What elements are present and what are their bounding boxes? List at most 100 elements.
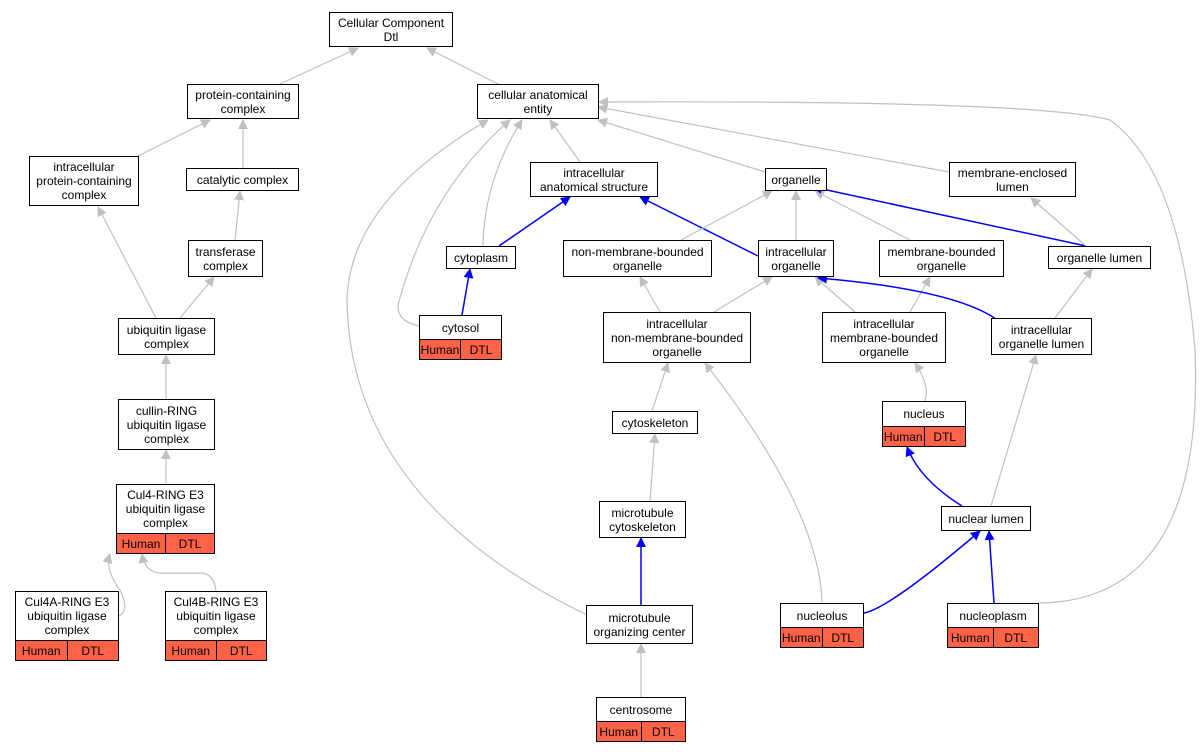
is-a-edge <box>279 47 359 85</box>
is-a-edge <box>397 119 511 327</box>
is-a-edge <box>549 119 581 163</box>
is-a-edge <box>1030 197 1087 247</box>
term-label: cellular anatomical entity <box>477 84 599 119</box>
term-node-inmbo[interactable]: intracellular non-membrane-bounded organ… <box>603 312 751 363</box>
is-a-edge <box>814 276 856 313</box>
species-label: Human <box>420 342 460 357</box>
is-a-edge <box>914 362 927 402</box>
term-label: nucleoplasm <box>947 603 1039 628</box>
gene-label: DTL <box>215 641 267 660</box>
term-node-mbo[interactable]: membrane-bounded organelle <box>879 240 1004 277</box>
is-a-edge <box>102 553 126 617</box>
term-node-ipcc[interactable]: intracellular protein-containing complex <box>29 156 139 206</box>
term-node-mtoc[interactable]: microtubule organizing center <box>586 605 693 644</box>
is-a-edge <box>179 276 215 319</box>
is-a-edge <box>97 206 157 319</box>
species-label: Human <box>171 643 211 658</box>
term-node-ol[interactable]: organelle lumen <box>1048 246 1151 269</box>
is-a-edge <box>426 47 499 85</box>
term-label: nucleolus <box>780 603 864 628</box>
term-label: Cul4-RING E3 ubiquitin ligase complex <box>116 484 215 534</box>
term-label: nucleus <box>882 401 966 427</box>
term-node-nmbo[interactable]: non-membrane-bounded organelle <box>563 240 712 277</box>
term-node-iol[interactable]: intracellular organelle lumen <box>991 318 1092 355</box>
part-of-edge <box>639 196 759 257</box>
is-a-edge <box>814 190 911 241</box>
term-node-imbo[interactable]: intracellular membrane-bounded organelle <box>822 312 946 363</box>
term-node-io[interactable]: intracellular organelle <box>758 240 834 277</box>
term-node-mtcs[interactable]: microtubule cytoskeleton <box>599 501 686 538</box>
gene-label: DTL <box>640 722 686 741</box>
term-node-trans[interactable]: transferase complex <box>188 240 263 277</box>
gene-label: DTL <box>460 340 501 359</box>
term-node-cae[interactable]: cellular anatomical entity <box>477 84 599 119</box>
part-of-edge <box>817 273 1001 323</box>
term-label: nuclear lumen <box>941 506 1031 531</box>
term-label: intracellular protein-containing complex <box>29 156 139 206</box>
term-label: membrane-bounded organelle <box>879 240 1004 277</box>
term-node-cskel[interactable]: cytoskeleton <box>612 411 698 434</box>
term-node-cat[interactable]: catalytic complex <box>186 168 299 191</box>
term-label: intracellular non-membrane-bounded organ… <box>603 312 751 363</box>
is-a-edge <box>482 119 523 247</box>
annotation-bar: Human DTL <box>165 641 267 661</box>
term-label: centrosome <box>596 697 686 722</box>
is-a-edge <box>649 433 660 502</box>
part-of-edge <box>812 184 1087 247</box>
is-a-edge <box>346 119 588 616</box>
term-label: organelle <box>765 168 827 191</box>
term-node-nl[interactable]: nuclear lumen <box>941 506 1031 531</box>
term-label: Cul4B-RING E3 ubiquitin ligase complex <box>165 591 267 641</box>
term-node-mel[interactable]: membrane-enclosed lumen <box>949 162 1076 197</box>
term-node-root[interactable]: Cellular Component Dtl <box>329 12 453 47</box>
is-a-edge <box>990 354 1039 507</box>
is-a-edge <box>704 362 823 604</box>
gene-label: DTL <box>66 641 119 660</box>
term-label: cullin-RING ubiquitin ligase complex <box>118 399 215 450</box>
term-label: catalytic complex <box>186 168 299 191</box>
species-label: Human <box>950 630 990 645</box>
is-a-edge <box>137 119 211 157</box>
term-label: organelle lumen <box>1048 246 1151 269</box>
is-a-edge <box>234 190 245 241</box>
gene-label: DTL <box>992 628 1039 647</box>
term-node-ias[interactable]: intracellular anatomical structure <box>530 162 658 197</box>
term-node-pcc[interactable]: protein-containing complex <box>187 84 299 119</box>
term-node-crl[interactable]: cullin-RING ubiquitin ligase complex <box>118 399 215 450</box>
term-label: Cul4A-RING E3 ubiquitin ligase complex <box>15 591 119 641</box>
term-node-org[interactable]: organelle <box>765 168 827 191</box>
is-a-edge <box>597 117 766 173</box>
term-node-cyto[interactable]: cytoplasm <box>446 246 516 269</box>
species-label: Human <box>781 630 821 645</box>
part-of-edge <box>498 196 571 247</box>
is-a-edge <box>138 553 217 592</box>
is-a-edge <box>909 276 931 313</box>
term-label: Cellular Component Dtl <box>329 12 453 47</box>
is-a-edge <box>1054 268 1093 319</box>
term-label: protein-containing complex <box>187 84 299 119</box>
term-label: non-membrane-bounded organelle <box>563 240 712 277</box>
term-label: microtubule cytoskeleton <box>599 501 686 538</box>
part-of-edge <box>863 530 981 614</box>
term-label: cytosol <box>419 315 502 340</box>
species-label: Human <box>883 429 923 444</box>
term-label: intracellular organelle <box>758 240 834 277</box>
part-of-edge <box>461 268 474 316</box>
term-node-ulc[interactable]: ubiquitin ligase complex <box>118 318 215 355</box>
